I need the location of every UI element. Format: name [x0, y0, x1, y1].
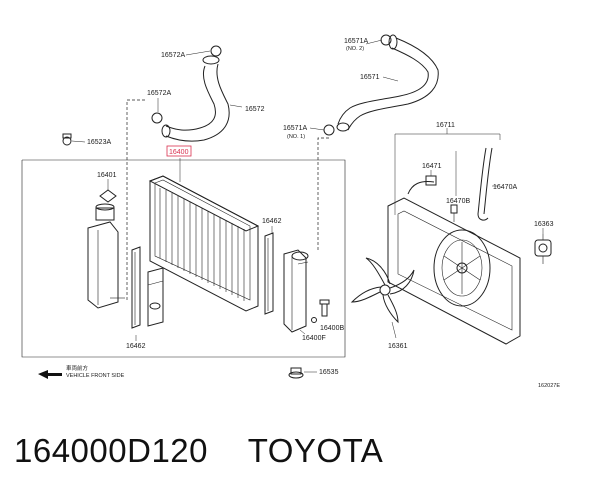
label-16523A: 16523A — [87, 139, 111, 146]
clip-16470B — [450, 204, 458, 222]
label-16400-box — [166, 145, 192, 157]
drain-16400B — [311, 299, 330, 323]
label-16400: 16400 — [169, 149, 189, 156]
parts-diagram: 16523A 16572A 16572A 16572 16571A (NO. 2… — [21, 34, 560, 389]
label-16571: 16571 — [360, 74, 380, 81]
upper-hose-16572 — [151, 45, 230, 142]
bolt-16523A — [62, 133, 86, 146]
fan-motor-16363 — [534, 234, 552, 264]
vehicle-front-note-en: VEHICLE FRONT SIDE — [66, 373, 125, 379]
seal-16462-left — [131, 246, 141, 329]
grommet-16535 — [288, 367, 317, 379]
hose-16470A — [477, 147, 493, 221]
right-tank-16400F — [283, 249, 309, 333]
label-16363: 16363 — [534, 221, 554, 228]
vehicle-front-note-jp: 車両前方 — [66, 364, 89, 372]
hose-16471 — [407, 175, 437, 195]
radiator-core-16400 — [148, 175, 260, 312]
left-tank — [87, 203, 125, 309]
label-16400B: 16400B — [320, 325, 344, 332]
label-16572A-mid: 16572A — [147, 90, 171, 97]
part-number: 164000D120 — [14, 432, 209, 469]
label-16571A-mid-note: (NO. 1) — [287, 134, 305, 140]
reference-code: 162027E — [538, 383, 560, 389]
label-16571A-top: 16571A — [344, 38, 368, 45]
label-16471: 16471 — [422, 163, 442, 170]
vehicle-front-arrow — [38, 370, 62, 379]
part-caption: 164000D120 TOYOTA — [14, 432, 594, 482]
label-16571A-mid: 16571A — [283, 125, 307, 132]
label-16535: 16535 — [319, 369, 339, 376]
label-16711: 16711 — [436, 122, 455, 129]
label-16572A-top: 16572A — [161, 52, 185, 59]
seal-16462-right — [264, 232, 274, 315]
label-16470A: 16470A — [493, 184, 517, 191]
lower-hose-16571 — [323, 34, 439, 136]
brand-name: TOYOTA — [247, 432, 384, 469]
label-16361: 16361 — [388, 343, 408, 350]
label-16401: 16401 — [97, 172, 117, 179]
label-16462-right: 16462 — [262, 218, 282, 225]
fan-shroud-16711 — [387, 197, 521, 345]
label-16462-left: 16462 — [126, 343, 146, 350]
assembly-frame — [21, 159, 346, 358]
label-16572: 16572 — [245, 106, 265, 113]
label-16470B: 16470B — [446, 198, 470, 205]
left-bracket — [147, 267, 164, 327]
label-16400F: 16400F — [302, 335, 326, 342]
label-16571A-top-note: (NO. 2) — [346, 46, 364, 52]
fan-16361 — [350, 257, 415, 324]
cap-16401 — [99, 189, 117, 203]
